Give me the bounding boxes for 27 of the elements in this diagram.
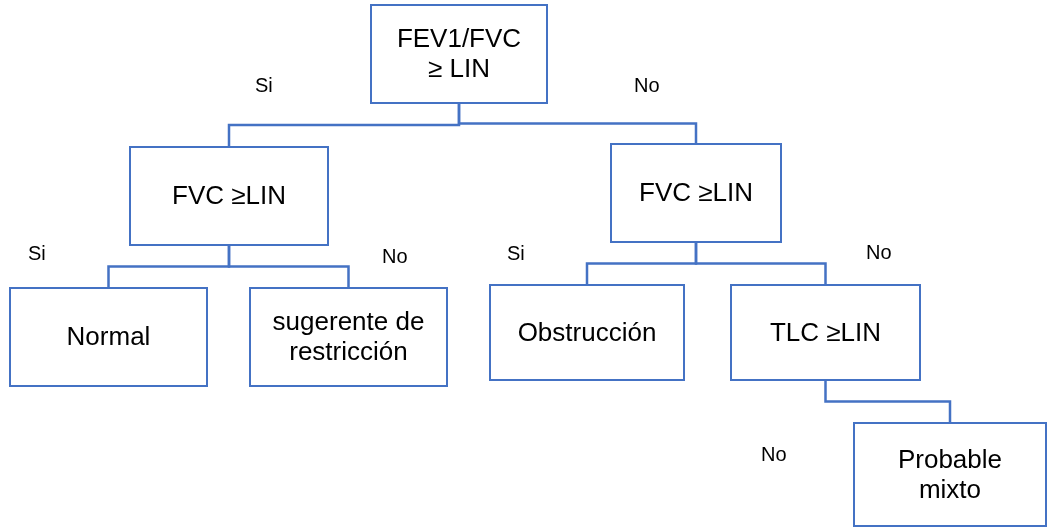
branch-label: No: [634, 74, 660, 97]
branch-label: No: [382, 245, 408, 268]
decision-box: [249, 287, 448, 387]
decision-box: [853, 422, 1047, 527]
decision-box: [9, 287, 208, 387]
decision-box: [370, 4, 548, 104]
decision-box: [129, 146, 329, 246]
branch-label: Si: [28, 242, 46, 265]
decision-box: [610, 143, 782, 243]
box-text: sugerente de restricción: [271, 307, 426, 367]
connector-line: [824, 381, 952, 422]
box-text: FVC ≥LIN: [638, 178, 754, 208]
branch-label: No: [866, 241, 892, 264]
connector-line: [457, 104, 698, 143]
box-text: FVC ≥LIN: [171, 181, 287, 211]
branch-label: No: [761, 443, 787, 466]
box-text: FEV1/FVC ≥ LIN: [395, 24, 523, 84]
decision-box: [489, 284, 685, 381]
connector-line: [227, 246, 350, 287]
branch-label: Si: [507, 242, 525, 265]
box-text: TLC ≥LIN: [768, 317, 883, 348]
decision-box: [730, 284, 921, 381]
branch-label: Si: [255, 74, 273, 97]
box-text: Obstrucción: [516, 317, 658, 348]
connector-line: [694, 243, 827, 284]
box-text: Probable mixto: [896, 444, 1004, 505]
box-text: Normal: [65, 322, 152, 352]
